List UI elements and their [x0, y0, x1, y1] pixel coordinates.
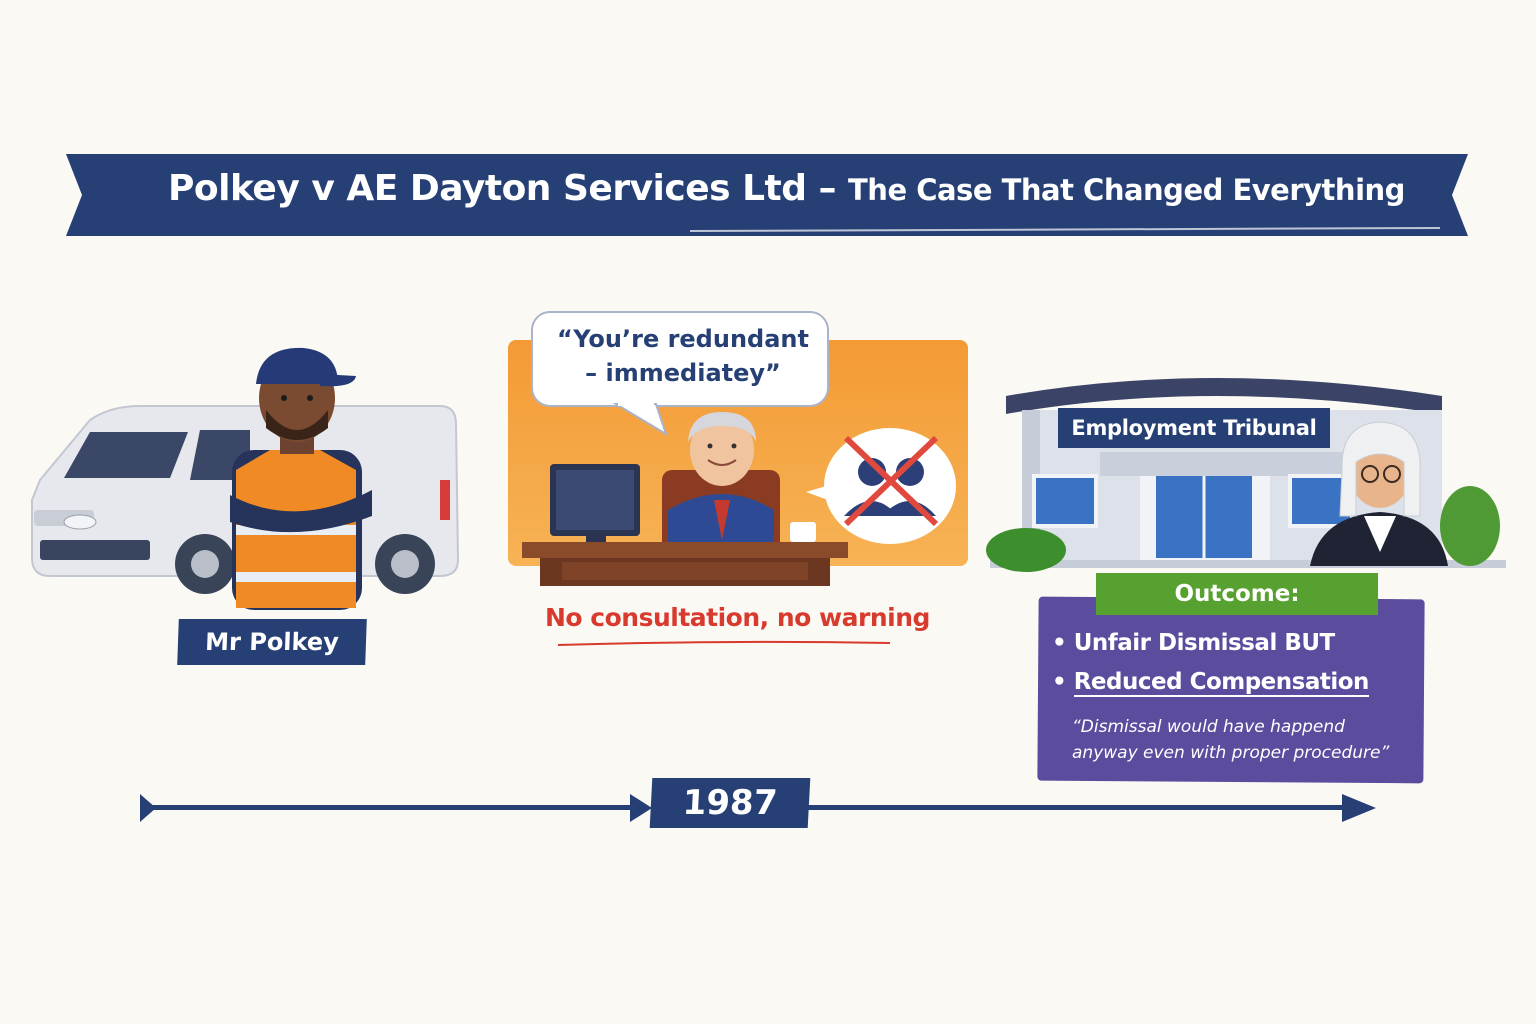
outcome-quote: “Dismissal would have happend anyway eve… — [1072, 717, 1390, 763]
manager-icon — [662, 412, 780, 560]
worker-icon — [230, 347, 372, 610]
outcome-item: • Reduced Compensation — [1052, 669, 1369, 697]
person-label: Mr Polkey — [177, 619, 367, 665]
mug-icon — [790, 522, 816, 542]
desk-icon — [522, 542, 848, 586]
speech-text: “You’re redundant – immediatey” — [557, 325, 809, 387]
title-main: Polkey v AE Dayton Services Ltd — [168, 168, 807, 209]
caption-underline — [557, 640, 891, 646]
outcome-item: • Unfair Dismissal BUT — [1052, 630, 1335, 656]
outcome-title: Outcome: — [1096, 573, 1378, 615]
bush-right-icon — [1440, 486, 1500, 566]
year-label: 1987 — [649, 778, 811, 828]
title-banner — [66, 154, 1468, 236]
outcome-item-text: Unfair Dismissal BUT — [1073, 630, 1336, 656]
title-subtitle: The Case That Changed Everything — [848, 173, 1405, 207]
tribunal-sign: Employment Tribunal — [1058, 408, 1330, 448]
dismissal-illustration — [508, 311, 968, 586]
page-title: Polkey v AE Dayton Services Ltd–The Case… — [168, 168, 1405, 209]
tribunal-illustration — [986, 378, 1506, 572]
timeline-arrow-icon — [140, 794, 1376, 822]
no-consultation-caption: No consultation, no warning — [545, 603, 930, 632]
no-group-icon — [806, 428, 956, 544]
speech-bubble — [531, 311, 829, 437]
bush-left-icon — [986, 528, 1066, 572]
van-worker-illustration — [31, 347, 460, 610]
judge-icon — [1310, 421, 1448, 566]
outcome-item-text: Reduced Compensation — [1073, 669, 1369, 697]
title-separator: – — [818, 168, 837, 209]
